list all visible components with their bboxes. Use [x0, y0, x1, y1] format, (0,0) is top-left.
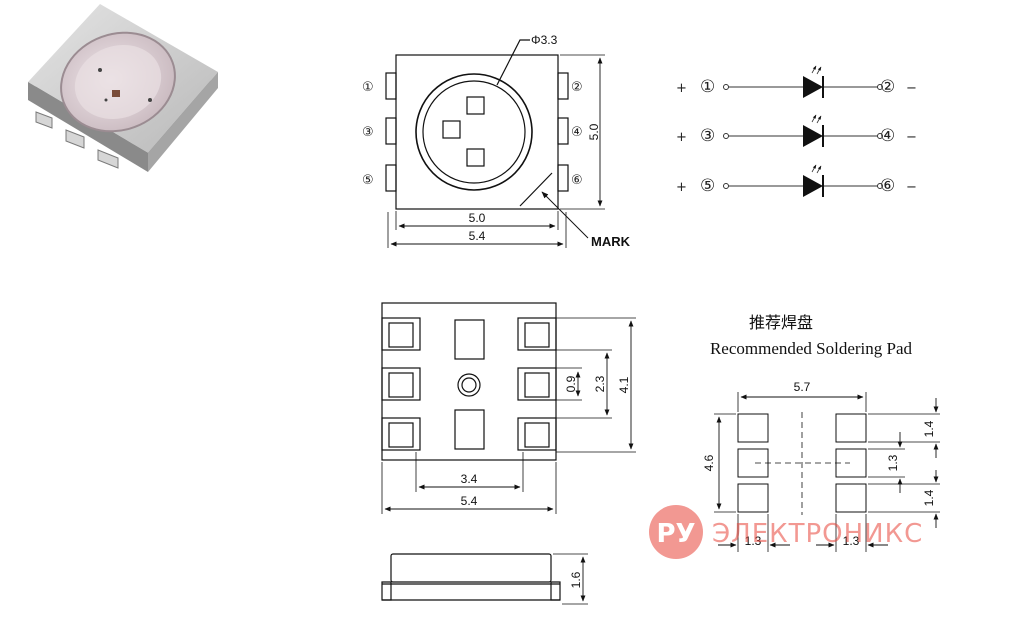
side-height-label: 1.6: [569, 571, 583, 588]
schematic-cathode-6: ⑥: [880, 176, 895, 196]
led-symbol-icon: [803, 125, 823, 147]
solder-pad-title-cn: 推荐焊盘: [749, 313, 813, 332]
schematic-plus-3: +: [676, 180, 687, 195]
watermark-text: ЭЛЕКТРОНИКС: [712, 519, 923, 549]
schematic: [723, 65, 883, 197]
schematic-minus-3: −: [906, 180, 917, 195]
pin-label-6: ⑥: [571, 173, 583, 188]
side-view: [381, 553, 588, 605]
schematic-row-3: [723, 164, 883, 197]
schematic-anode-1: ①: [700, 77, 715, 97]
led-symbol-icon: [803, 175, 823, 197]
schematic-plus-1: +: [676, 81, 687, 96]
watermark-badge-text: РУ: [656, 519, 695, 549]
lens-outer-circle: [415, 73, 533, 191]
watermark-badge-icon: [649, 505, 703, 559]
pad-width-label: 5.7: [794, 380, 811, 394]
pin-label-3: ③: [362, 125, 374, 140]
dim-4-1: 4.1: [617, 376, 631, 393]
dim-2-3: 2.3: [593, 375, 607, 392]
schematic-plus-2: +: [676, 130, 687, 145]
led-3d-render: [28, 4, 218, 172]
pin-label-5: ⑤: [362, 173, 374, 188]
pad-top-label: 1.4: [922, 420, 936, 437]
schematic-cathode-4: ④: [880, 126, 895, 146]
led-symbol-icon: [803, 76, 823, 98]
watermark: РУ ЭЛЕКТРОНИКС: [649, 505, 923, 559]
pad-left-width-label: 1.3: [745, 534, 762, 548]
top-view: [385, 39, 605, 248]
dim-0-9: 0.9: [564, 375, 578, 392]
pin-label-1: ①: [362, 80, 374, 95]
bottom-view-body: [381, 302, 557, 461]
bottom-view: [381, 302, 636, 514]
schematic-anode-3: ③: [700, 126, 715, 146]
solder-pad-drawing: [714, 392, 940, 552]
schematic-anode-5: ⑤: [700, 176, 715, 196]
pin-label-4: ④: [571, 125, 583, 140]
schematic-minus-1: −: [906, 81, 917, 96]
dim-3-4: 3.4: [461, 472, 478, 486]
top-view-body: [395, 54, 559, 210]
pad-bottom-label: 1.4: [922, 489, 936, 506]
pad-right-width-label: 1.3: [843, 534, 860, 548]
top-height-label: 5.0: [587, 123, 601, 140]
mark-label: MARK: [591, 234, 631, 249]
diameter-label: Φ3.3: [531, 33, 558, 47]
pin-label-2: ②: [571, 80, 583, 95]
schematic-minus-2: −: [906, 130, 917, 145]
schematic-cathode-2: ②: [880, 77, 895, 97]
schematic-row-2: [723, 114, 883, 147]
top-inner-width-label: 5.0: [469, 211, 486, 225]
pad-mid-label: 1.3: [886, 454, 900, 471]
schematic-row-1: [723, 65, 883, 98]
solder-pad-title-en: Recommended Soldering Pad: [710, 339, 913, 358]
dim-5-4: 5.4: [461, 494, 478, 508]
top-outer-width-label: 5.4: [469, 229, 486, 243]
pad-height-label: 4.6: [702, 454, 716, 471]
